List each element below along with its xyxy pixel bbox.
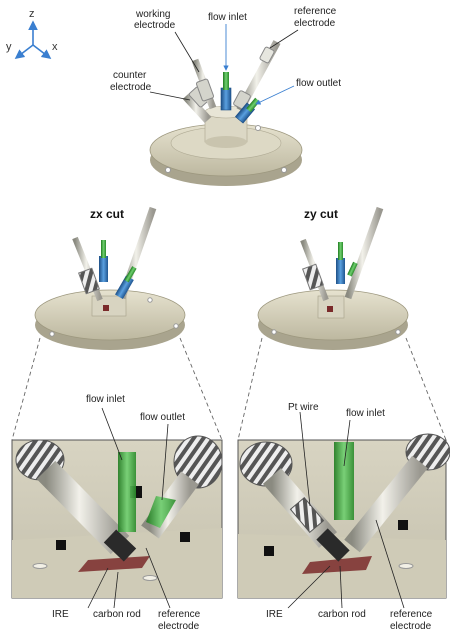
axis-x-label: x [52, 41, 58, 53]
label-working-electrode: working [135, 9, 170, 20]
label-zx-reference-electrode: reference [158, 609, 201, 620]
label-reference-electrode-top: reference [294, 6, 337, 17]
label-zy-carbon-rod: carbon rod [318, 609, 366, 620]
zx-cut-title: zx cut [90, 207, 124, 221]
zy-cut-view: zy cut [257, 206, 409, 350]
label-zy-ire: IRE [266, 609, 283, 620]
axis-z-label: z [29, 8, 35, 20]
zy-detail-panel: Pt wire flow inlet IRE carbon rod refere… [237, 402, 450, 632]
label-zx-flow-inlet: flow inlet [86, 394, 125, 405]
label-flow-inlet-top: flow inlet [208, 12, 247, 23]
label-counter-electrode-2: electrode [110, 82, 152, 93]
projection-lines [11, 337, 447, 441]
label-zx-ire: IRE [52, 609, 69, 620]
label-zx-carbon-rod: carbon rod [93, 609, 141, 620]
label-zy-reference-electrode-2: electrode [390, 621, 432, 632]
label-flow-outlet-top: flow outlet [296, 78, 341, 89]
label-counter-electrode: counter [113, 70, 147, 81]
top-cell-view: working electrode flow inlet reference e… [110, 6, 341, 186]
label-working-electrode-2: electrode [134, 20, 176, 31]
label-zx-reference-electrode-2: electrode [158, 621, 200, 632]
zy-cut-title: zy cut [304, 207, 338, 221]
label-zx-flow-outlet: flow outlet [140, 412, 185, 423]
axis-y-label: y [6, 41, 12, 53]
label-reference-electrode-top-2: electrode [294, 18, 336, 29]
label-zy-pt-wire: Pt wire [288, 402, 319, 413]
zx-detail-panel: flow inlet flow outlet IRE carbon rod re… [11, 394, 223, 632]
label-zy-reference-electrode: reference [390, 609, 433, 620]
label-zy-flow-inlet: flow inlet [346, 408, 385, 419]
axes-gizmo: z y x [6, 8, 58, 59]
zx-cut-view: zx cut [34, 206, 186, 350]
